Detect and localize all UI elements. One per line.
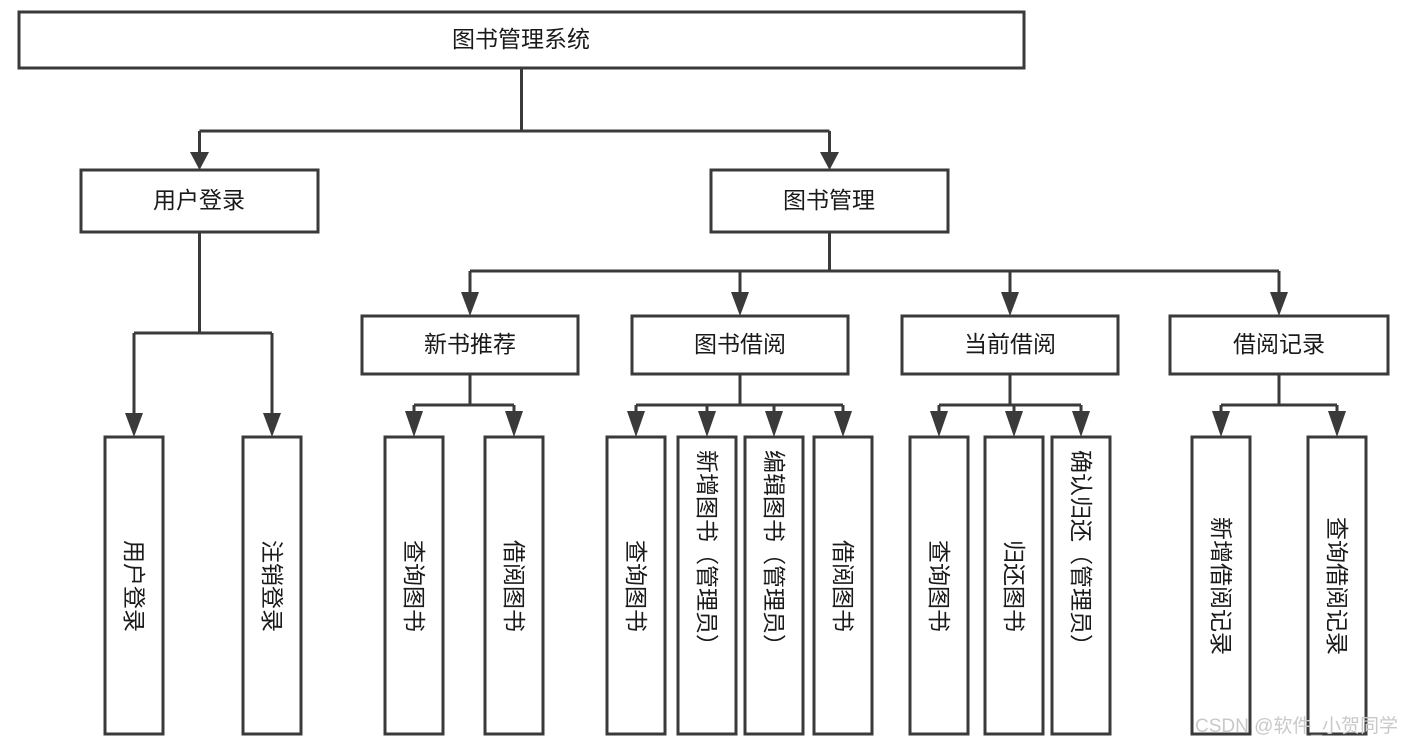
- node-box-leaf-query-book-2[interactable]: [605, 435, 667, 736]
- node-label-leaf-borrow-book-1: 借阅图书: [501, 540, 527, 632]
- node-leaf-user-login[interactable]: 用户登录: [103, 435, 165, 736]
- node-label-current-borrow: 当前借阅: [964, 331, 1056, 357]
- node-box-borrow-record[interactable]: [1168, 314, 1390, 376]
- arrow-head-leaf-logout: [263, 413, 281, 437]
- node-borrow-record[interactable]: 借阅记录: [1168, 314, 1390, 376]
- node-label-leaf-confirm-return: 确认归还（管理员）: [1068, 450, 1094, 657]
- node-leaf-borrow-book-1[interactable]: 借阅图书: [483, 435, 545, 736]
- node-box-book-manage[interactable]: [709, 168, 950, 234]
- arrow-head-book-manage: [820, 152, 839, 170]
- arrow-head-leaf-add-book: [698, 411, 716, 437]
- arrow-head-leaf-query-book-3: [930, 411, 948, 437]
- node-box-leaf-add-record[interactable]: [1190, 435, 1252, 736]
- arrow-head-leaf-borrow-book-1: [505, 411, 523, 437]
- node-leaf-query-book-3[interactable]: 查询图书: [908, 435, 970, 736]
- node-new-book-rec[interactable]: 新书推荐: [360, 314, 580, 376]
- node-box-leaf-return-book[interactable]: [983, 435, 1045, 736]
- node-box-leaf-user-login[interactable]: [103, 435, 165, 736]
- node-leaf-query-book-1[interactable]: 查询图书: [383, 435, 445, 736]
- node-label-root: 图书管理系统: [452, 26, 590, 52]
- node-box-leaf-query-record[interactable]: [1306, 435, 1368, 736]
- node-box-leaf-add-book[interactable]: [676, 435, 738, 736]
- arrow-head-leaf-user-login: [125, 413, 143, 437]
- arrow-head-leaf-edit-book: [765, 411, 783, 437]
- node-leaf-edit-book[interactable]: 编辑图书（管理员）: [743, 435, 805, 736]
- node-leaf-query-record[interactable]: 查询借阅记录: [1306, 435, 1368, 736]
- node-box-leaf-logout[interactable]: [241, 435, 303, 736]
- node-book-manage[interactable]: 图书管理: [709, 168, 950, 234]
- node-leaf-return-book[interactable]: 归还图书: [983, 435, 1045, 736]
- node-box-leaf-borrow-book-1[interactable]: [483, 435, 545, 736]
- node-label-leaf-query-record: 查询借阅记录: [1324, 517, 1350, 655]
- node-box-leaf-query-book-1[interactable]: [383, 435, 445, 736]
- arrow-head-borrow-record: [1270, 292, 1288, 316]
- node-leaf-borrow-book-2[interactable]: 借阅图书: [812, 435, 874, 736]
- connector-lines: [125, 68, 1346, 437]
- arrow-head-new-book-rec: [461, 292, 479, 316]
- node-box-new-book-rec[interactable]: [360, 314, 580, 376]
- arrow-head-leaf-query-record: [1328, 411, 1346, 437]
- node-box-leaf-edit-book[interactable]: [743, 435, 805, 736]
- arrow-head-leaf-add-record: [1212, 411, 1230, 437]
- arrow-head-leaf-confirm-return: [1072, 411, 1090, 437]
- node-label-leaf-logout: 注销登录: [259, 540, 285, 632]
- node-user-login[interactable]: 用户登录: [79, 168, 320, 234]
- node-label-borrow-record: 借阅记录: [1233, 331, 1325, 357]
- node-label-leaf-edit-book: 编辑图书（管理员）: [761, 450, 787, 657]
- node-box-root[interactable]: [17, 10, 1026, 70]
- node-label-leaf-query-book-2: 查询图书: [623, 540, 649, 632]
- node-label-leaf-add-book: 新增图书（管理员）: [694, 450, 720, 657]
- arrow-head-leaf-return-book: [1005, 411, 1023, 437]
- node-box-leaf-query-book-3[interactable]: [908, 435, 970, 736]
- node-label-user-login: 用户登录: [153, 187, 245, 213]
- node-label-leaf-add-record: 新增借阅记录: [1208, 517, 1234, 655]
- node-box-current-borrow[interactable]: [900, 314, 1120, 376]
- node-leaf-add-record[interactable]: 新增借阅记录: [1190, 435, 1252, 736]
- node-label-new-book-rec: 新书推荐: [424, 331, 516, 357]
- node-box-leaf-confirm-return[interactable]: [1050, 435, 1112, 736]
- node-current-borrow[interactable]: 当前借阅: [900, 314, 1120, 376]
- node-leaf-add-book[interactable]: 新增图书（管理员）: [676, 435, 738, 736]
- node-label-leaf-return-book: 归还图书: [1001, 540, 1027, 632]
- node-book-borrow[interactable]: 图书借阅: [630, 314, 850, 376]
- arrow-head-book-borrow: [731, 292, 749, 316]
- node-leaf-logout[interactable]: 注销登录: [241, 435, 303, 736]
- node-label-leaf-user-login: 用户登录: [121, 540, 147, 632]
- arrow-head-leaf-query-book-2: [627, 411, 645, 437]
- arrow-head-user-login: [190, 152, 209, 170]
- node-label-leaf-query-book-1: 查询图书: [401, 540, 427, 632]
- node-box-user-login[interactable]: [79, 168, 320, 234]
- node-label-book-manage: 图书管理: [783, 187, 875, 213]
- node-label-leaf-query-book-3: 查询图书: [926, 540, 952, 632]
- node-leaf-query-book-2[interactable]: 查询图书: [605, 435, 667, 736]
- arrow-head-leaf-query-book-1: [405, 411, 423, 437]
- node-root-system[interactable]: 图书管理系统: [17, 10, 1026, 70]
- node-box-book-borrow[interactable]: [630, 314, 850, 376]
- node-label-book-borrow: 图书借阅: [694, 331, 786, 357]
- node-leaf-confirm-return[interactable]: 确认归还（管理员）: [1050, 435, 1112, 736]
- csdn-watermark: CSDN @软件_小贺同学: [1195, 715, 1398, 737]
- arrow-head-current-borrow: [1001, 292, 1019, 316]
- node-box-leaf-borrow-book-2[interactable]: [812, 435, 874, 736]
- node-label-leaf-borrow-book-2: 借阅图书: [830, 540, 856, 632]
- arrow-head-leaf-borrow-book-2: [834, 411, 852, 437]
